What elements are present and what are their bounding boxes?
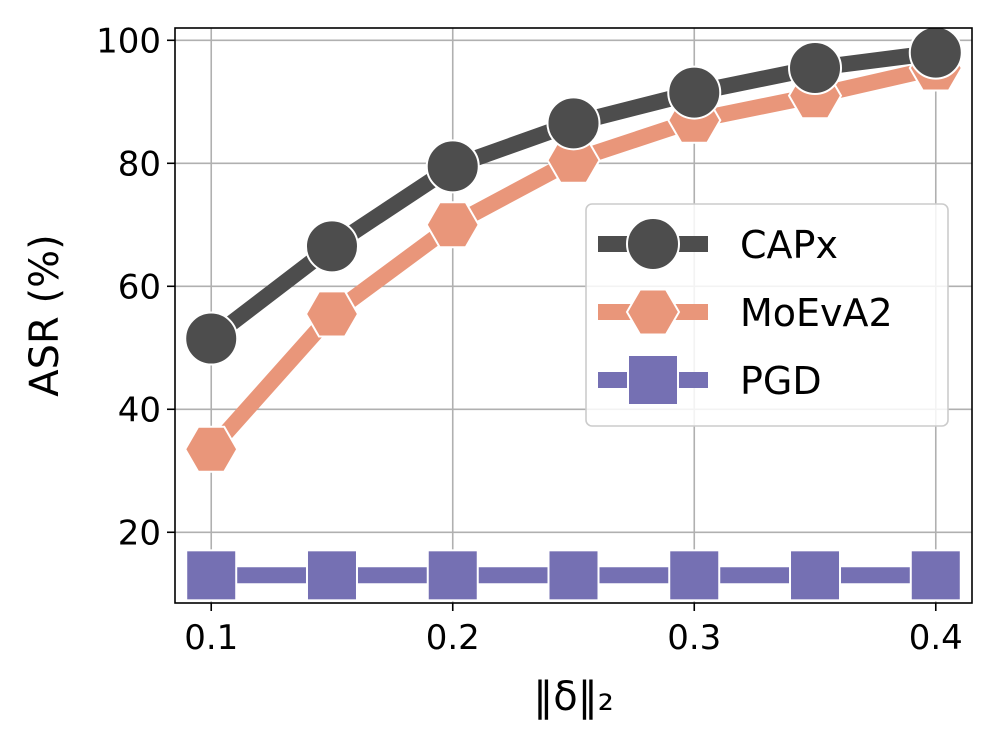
y-tick-label: 20 (118, 513, 161, 553)
legend-marker-moeva2 (625, 288, 681, 336)
data-point-pgd (185, 549, 238, 602)
y-axis-label: ASR (%) (22, 234, 68, 396)
x-tick-label: 0.3 (667, 618, 721, 658)
x-axis-label: ‖δ‖₂ (533, 674, 614, 720)
data-point-pgd (789, 549, 842, 602)
y-axis-ticks: 20 40 60 80 100 (96, 21, 175, 553)
y-tick-label: 60 (118, 267, 161, 307)
data-point-capx (184, 311, 239, 366)
data-point-capx (788, 40, 843, 95)
data-point-capx (304, 219, 359, 274)
data-point-moeva2 (184, 425, 239, 473)
data-point-pgd (547, 549, 600, 602)
series-capx (184, 25, 963, 366)
x-axis-ticks: 0.1 0.2 0.3 0.4 (184, 603, 963, 658)
x-tick-label: 0.2 (426, 618, 480, 658)
data-point-pgd (305, 549, 358, 602)
legend-marker-capx (626, 217, 680, 271)
plot-frame (174, 27, 973, 604)
data-point-moeva2 (304, 290, 360, 338)
legend-label-moeva2: MoEvA2 (740, 291, 893, 335)
y-tick-label: 40 (118, 390, 161, 430)
data-point-capx (425, 139, 480, 194)
data-point-pgd (668, 549, 721, 602)
x-tick-label: 0.4 (909, 618, 963, 658)
y-tick-label: 80 (118, 144, 161, 184)
data-point-moeva2 (425, 201, 480, 249)
series-moeva2 (184, 44, 963, 473)
legend-marker-pgd (627, 354, 679, 406)
legend-label-pgd: PGD (740, 359, 822, 403)
data-point-pgd (426, 549, 479, 602)
data-point-capx (546, 96, 601, 151)
x-tick-label: 0.1 (184, 618, 238, 658)
legend-label-capx: CAPx (740, 223, 838, 267)
y-tick-label: 100 (96, 21, 161, 61)
data-point-capx (908, 25, 963, 80)
series-pgd (185, 549, 962, 602)
data-point-capx (667, 65, 722, 120)
series-layer (184, 25, 963, 602)
data-point-pgd (909, 549, 962, 602)
